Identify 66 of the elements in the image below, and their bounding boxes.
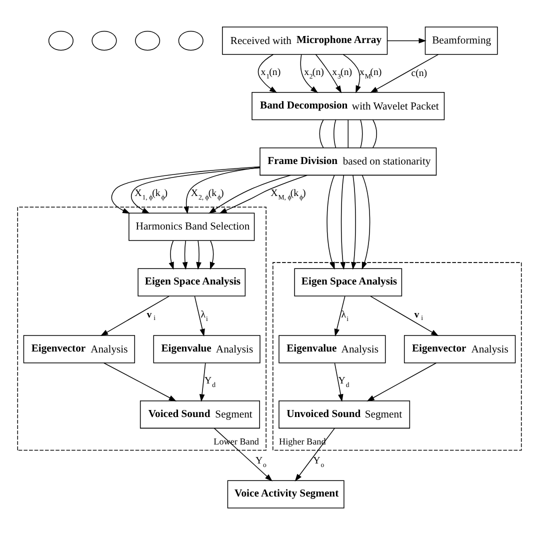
node-box: Voice Activity Segment bbox=[227, 480, 344, 508]
arrow bbox=[100, 296, 170, 336]
arrow bbox=[300, 54, 318, 94]
arrow bbox=[334, 362, 344, 402]
edge-label: x$_{2}$(n) bbox=[304, 67, 324, 81]
node-box: Eigen Space Analysis bbox=[138, 268, 246, 296]
arrow bbox=[214, 428, 272, 482]
node-box: Band Decomposion with Wavelet Packet bbox=[252, 92, 445, 120]
edge-label: x$_{1}$(n) bbox=[260, 67, 281, 81]
arrow bbox=[168, 240, 174, 270]
node-circle bbox=[92, 30, 117, 51]
edge-label: X$_{1, ϕ}$(k$_{ϕ}$) bbox=[134, 188, 168, 202]
arrow bbox=[258, 54, 278, 93]
edge-label: x$_{M}$(n) bbox=[360, 67, 382, 81]
connector bbox=[319, 120, 324, 148]
connector bbox=[348, 120, 349, 148]
node-box: Eigenvalue Analysis bbox=[153, 335, 260, 364]
arrow bbox=[362, 174, 370, 270]
arrow bbox=[104, 362, 176, 402]
node-box: Voiced Sound Segment bbox=[140, 400, 260, 429]
edge-label: X$_{M, ϕ}$(k$_{ϕ}$) bbox=[270, 188, 306, 202]
node-box: Eigenvector Analysis bbox=[23, 335, 136, 364]
arrow bbox=[219, 174, 308, 214]
connector bbox=[334, 120, 336, 148]
node-box: Harmonics Band Selection bbox=[128, 212, 255, 241]
edge-label: v$_{i}$ bbox=[414, 310, 423, 322]
arrow bbox=[342, 54, 361, 94]
edge-label: λ$_{i}$ bbox=[341, 310, 349, 324]
node-box: Received with Microphone Array bbox=[222, 26, 388, 55]
edge-label: X$_{2, ϕ}$(k$_{ϕ}$) bbox=[190, 188, 224, 202]
arrow bbox=[199, 362, 206, 402]
arrow bbox=[340, 174, 346, 270]
arrow bbox=[196, 240, 202, 270]
connector bbox=[372, 120, 377, 148]
edge-label: Y$_{o}$ bbox=[255, 455, 266, 469]
arrow bbox=[294, 428, 336, 482]
edge-label: Y$_{d}$ bbox=[204, 376, 216, 390]
connector bbox=[360, 120, 363, 148]
arrow bbox=[326, 174, 335, 270]
arrow bbox=[386, 38, 426, 44]
node-circle bbox=[178, 30, 204, 51]
edge-label: λ$_{i}$ bbox=[200, 310, 208, 324]
node-box: Eigenvector Analysis bbox=[404, 335, 516, 364]
edge-label: Y$_{d}$ bbox=[338, 376, 350, 390]
arrow bbox=[184, 166, 260, 214]
node-box: Eigenvalue Analysis bbox=[278, 335, 386, 364]
node-box: Frame Division based on stationarity bbox=[260, 147, 437, 176]
edge-label: Y$_{o}$ bbox=[313, 455, 324, 469]
node-box: Beamforming bbox=[424, 26, 498, 55]
arrow bbox=[208, 174, 291, 214]
arrow bbox=[366, 362, 437, 402]
arrow bbox=[182, 240, 188, 270]
arrow bbox=[315, 54, 342, 94]
arrow bbox=[210, 240, 215, 270]
edge-label: c(n) bbox=[411, 68, 428, 79]
node-box: Unvoiced Sound Segment bbox=[278, 400, 410, 429]
node-circle bbox=[48, 30, 74, 51]
arrow bbox=[351, 174, 356, 270]
edge-label: v$_{i}$ bbox=[146, 310, 156, 322]
edge-label: x$_{3}$(n) bbox=[332, 67, 352, 81]
arrow bbox=[194, 296, 205, 337]
arrow bbox=[370, 296, 439, 336]
node-circle bbox=[135, 30, 160, 51]
arrow bbox=[370, 54, 439, 93]
arrow bbox=[334, 296, 346, 337]
node-box: Eigen Space Analysis bbox=[294, 268, 402, 296]
